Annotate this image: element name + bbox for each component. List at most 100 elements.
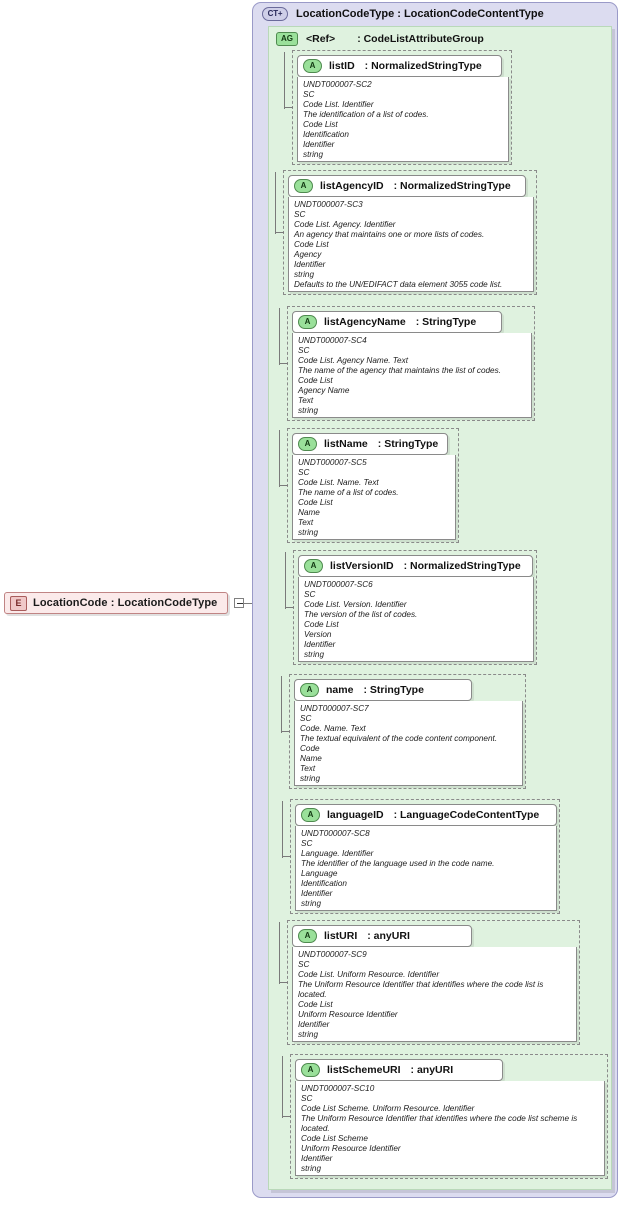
attribute-name: listSchemeURI	[327, 1064, 401, 1076]
attribute-name: listAgencyID	[320, 180, 384, 192]
annotation-line: Code List Scheme. Uniform Resource. Iden…	[301, 1104, 475, 1113]
annotation-line: Name	[300, 754, 322, 763]
attribute-type: : anyURI	[367, 930, 410, 942]
annotation-line: Code List. Agency Name. Text	[298, 356, 408, 365]
attributegroup-title[interactable]: AG <Ref> : CodeListAttributeGroup	[276, 31, 484, 47]
attribute-badge-icon: A	[298, 437, 317, 451]
annotation-line: Code List Scheme	[301, 1134, 368, 1143]
annotation-line: Text	[298, 518, 314, 527]
attributegroup-badge-icon: AG	[276, 32, 298, 46]
attribute-badge-icon: A	[301, 1063, 320, 1077]
element-node-locationcode[interactable]: E LocationCode : LocationCodeType	[4, 592, 228, 614]
annotation-line: string	[301, 899, 322, 908]
annotation-line: Defaults to the UN/EDIFACT data element …	[294, 280, 503, 289]
attribute-connector-stub-h	[284, 107, 293, 108]
annotation-line: The name of a list of codes.	[298, 488, 399, 497]
annotation-line: string	[300, 774, 321, 783]
annotation-line: Code List	[298, 498, 333, 507]
annotation-line: SC	[294, 210, 306, 219]
attribute-connector-stub	[275, 172, 276, 234]
annotation-line: Identifier	[301, 889, 333, 898]
attribute-connector-stub-h	[285, 607, 294, 608]
element-node-label: LocationCode : LocationCodeType	[33, 597, 218, 609]
annotation-line: Code List. Uniform Resource. Identifier	[298, 970, 440, 979]
annotation-line: Identifier	[298, 1020, 330, 1029]
annotation-line: UNDT000007-SC8	[301, 829, 370, 838]
complextype-title[interactable]: CT+ LocationCodeType : LocationCodeConte…	[262, 5, 544, 23]
annotation-line: Code List	[298, 376, 333, 385]
annotation-line: Identifier	[304, 640, 336, 649]
attribute-connector-stub	[285, 552, 286, 609]
attribute-name: listAgencyName	[324, 316, 406, 328]
annotation-line: SC	[301, 839, 313, 848]
annotation-line: Identifier	[294, 260, 326, 269]
annotation-line: UNDT000007-SC9	[298, 950, 367, 959]
annotation-line: string	[298, 1030, 319, 1039]
annotation-line: SC	[303, 90, 315, 99]
attribute-connector-stub	[279, 922, 280, 984]
annotation-line: Code List	[294, 240, 329, 249]
annotation-line: The identifier of the language used in t…	[301, 859, 495, 868]
attribute-badge-icon: A	[304, 559, 323, 573]
annotation-line: Code. Name. Text	[300, 724, 366, 733]
expand-plus-icon[interactable]: +	[277, 9, 283, 18]
annotation-line: string	[303, 150, 324, 159]
annotation-line: string	[298, 406, 319, 415]
annotation-line: The textual equivalent of the code conte…	[300, 734, 498, 743]
annotation-line: Code	[300, 744, 320, 753]
attributegroup-type-label: : CodeListAttributeGroup	[357, 33, 484, 45]
annotation-line: Identifier	[301, 1154, 333, 1163]
attribute-type: : NormalizedStringType	[393, 180, 511, 192]
annotation-line: Identification	[303, 130, 349, 139]
attribute-connector-stub-h	[282, 856, 291, 857]
attribute-connector-stub	[284, 52, 285, 109]
complextype-label: LocationCodeType : LocationCodeContentTy…	[296, 8, 544, 20]
attribute-connector-stub-h	[279, 363, 288, 364]
complextype-badge-icon: CT+	[262, 7, 288, 21]
annotation-line: string	[294, 270, 315, 279]
attribute-badge-icon: A	[298, 315, 317, 329]
annotation-line: Code List. Version. Identifier	[304, 600, 407, 609]
attribute-type: : NormalizedStringType	[403, 560, 521, 572]
attribute-connector-stub	[282, 1056, 283, 1118]
attribute-name: listVersionID	[330, 560, 394, 572]
collapse-minus-icon[interactable]	[234, 598, 244, 608]
annotation-line: The Uniform Resource Identifier that ide…	[298, 980, 544, 999]
attribute-badge-icon: A	[300, 683, 319, 697]
attribute-connector-stub	[279, 430, 280, 487]
attribute-type: : StringType	[363, 684, 424, 696]
attribute-connector-stub-h	[282, 1116, 291, 1117]
annotation-line: Text	[300, 764, 316, 773]
attribute-connector-stub	[282, 801, 283, 858]
annotation-line: SC	[298, 468, 310, 477]
attribute-badge-icon: A	[303, 59, 322, 73]
annotation-line: UNDT000007-SC5	[298, 458, 367, 467]
annotation-line: SC	[298, 346, 310, 355]
annotation-line: string	[304, 650, 325, 659]
attribute-connector-stub-h	[275, 232, 284, 233]
attribute-connector-stub-h	[281, 731, 290, 732]
attribute-badge-icon: A	[298, 929, 317, 943]
